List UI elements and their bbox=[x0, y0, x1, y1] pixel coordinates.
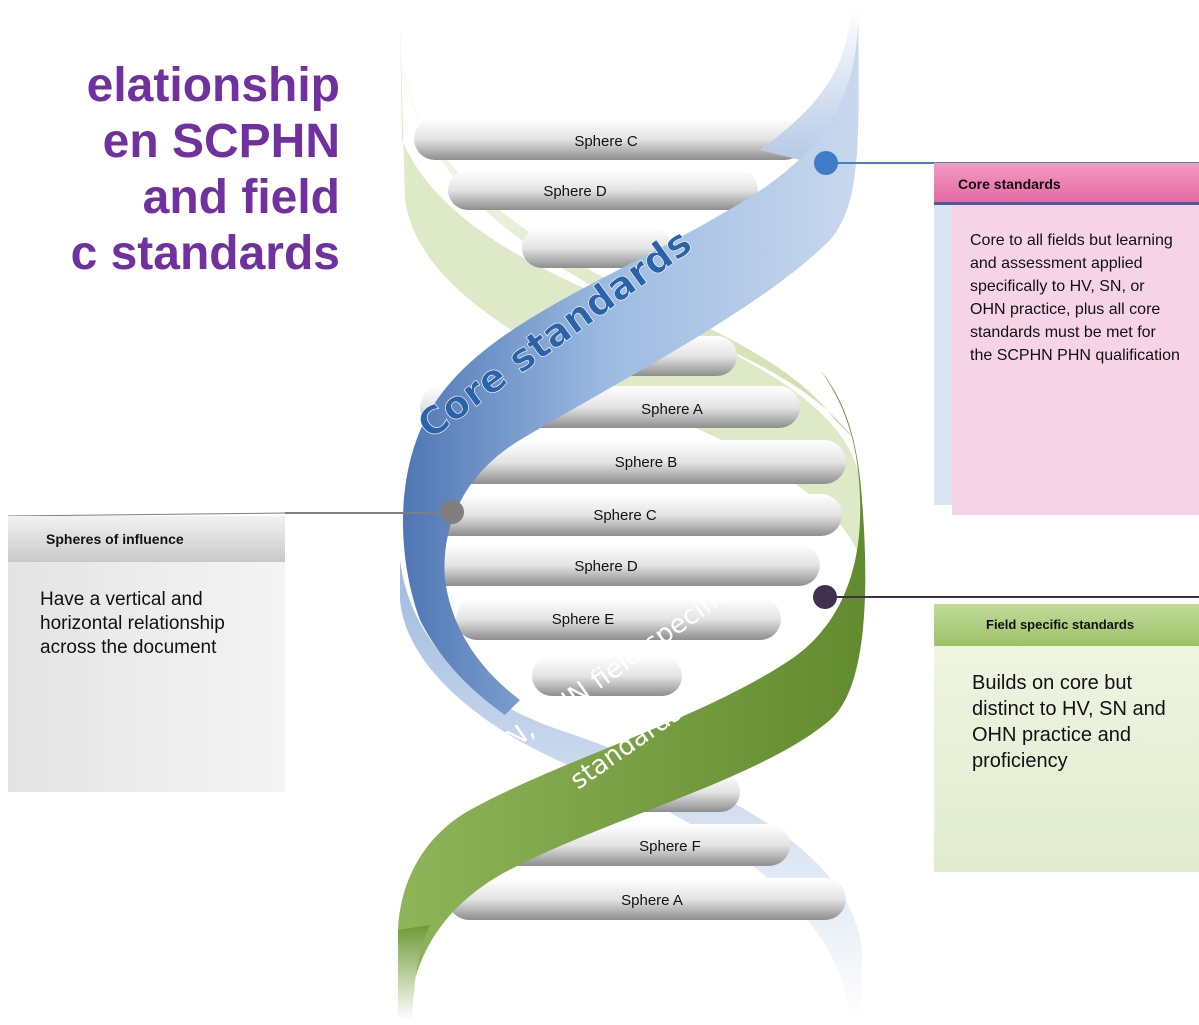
rung-8: Sphere D bbox=[415, 544, 820, 586]
rung-7-label: Sphere C bbox=[593, 507, 657, 524]
page-title: elationship en SCPHN and field c standar… bbox=[0, 58, 340, 282]
core-standards-callout-text: Core to all fields but learning and asse… bbox=[952, 205, 1199, 515]
rung-7: Sphere C bbox=[414, 494, 842, 536]
rung-1-label: Sphere C bbox=[574, 133, 638, 150]
field-specific-callout-heading: Field specific standards bbox=[934, 604, 1199, 646]
title-line-3: and field bbox=[142, 171, 340, 224]
spheres-of-influence-callout-body: Have a vertical and horizontal relations… bbox=[8, 562, 285, 792]
field-specific-ribbon bbox=[398, 370, 866, 1020]
core-standards-ribbon bbox=[402, 10, 859, 715]
spheres-callout-line-left bbox=[7, 512, 286, 517]
rungs: Sphere C Sphere D Sphere A Sphere B Sphe… bbox=[414, 118, 846, 920]
title-line-2: en SCPHN bbox=[102, 115, 340, 168]
rung-9-label: Sphere E bbox=[552, 611, 615, 628]
core-callout-dot bbox=[814, 151, 838, 175]
rung-9: Sphere E bbox=[456, 598, 781, 640]
spheres-of-influence-callout-text: Have a vertical and horizontal relations… bbox=[40, 589, 225, 658]
title-line-1: elationship bbox=[86, 59, 340, 112]
rung-5-label: Sphere A bbox=[641, 401, 703, 418]
spheres-of-influence-callout-heading: Spheres of influence bbox=[8, 516, 285, 562]
title-line-4: c standards bbox=[70, 227, 340, 280]
rung-6: Sphere B bbox=[418, 440, 846, 484]
field-ribbon-bottom-fade bbox=[398, 925, 430, 1020]
core-standards-callout-heading: Core standards bbox=[934, 163, 1199, 205]
rung-12-label: Sphere F bbox=[639, 838, 701, 855]
title-clip: elationship en SCPHN and field c standar… bbox=[0, 0, 340, 400]
core-standards-callout-body: Core to all fields but learning and asse… bbox=[934, 205, 1199, 515]
field-specific-callout: Field specific standards Builds on core … bbox=[934, 604, 1199, 872]
rung-2-label: Sphere D bbox=[543, 183, 607, 200]
rung-13-label: Sphere A bbox=[621, 892, 683, 909]
core-standards-callout: Core standards Core to all fields but le… bbox=[934, 163, 1199, 515]
field-callout-dot bbox=[813, 585, 837, 609]
rung-13: Sphere A bbox=[448, 878, 846, 920]
field-specific-callout-body: Builds on core but distinct to HV, SN an… bbox=[934, 646, 1199, 872]
rung-6-label: Sphere B bbox=[615, 454, 678, 471]
spheres-of-influence-callout: Spheres of influence Have a vertical and… bbox=[8, 516, 285, 792]
spheres-callout-dot bbox=[440, 500, 464, 524]
rung-10 bbox=[532, 656, 682, 696]
rung-8-label: Sphere D bbox=[574, 558, 638, 575]
field-specific-callout-text: Builds on core but distinct to HV, SN an… bbox=[972, 672, 1166, 772]
rung-3 bbox=[522, 228, 672, 268]
rung-2: Sphere D bbox=[448, 170, 758, 210]
rung-1: Sphere C bbox=[414, 118, 806, 160]
